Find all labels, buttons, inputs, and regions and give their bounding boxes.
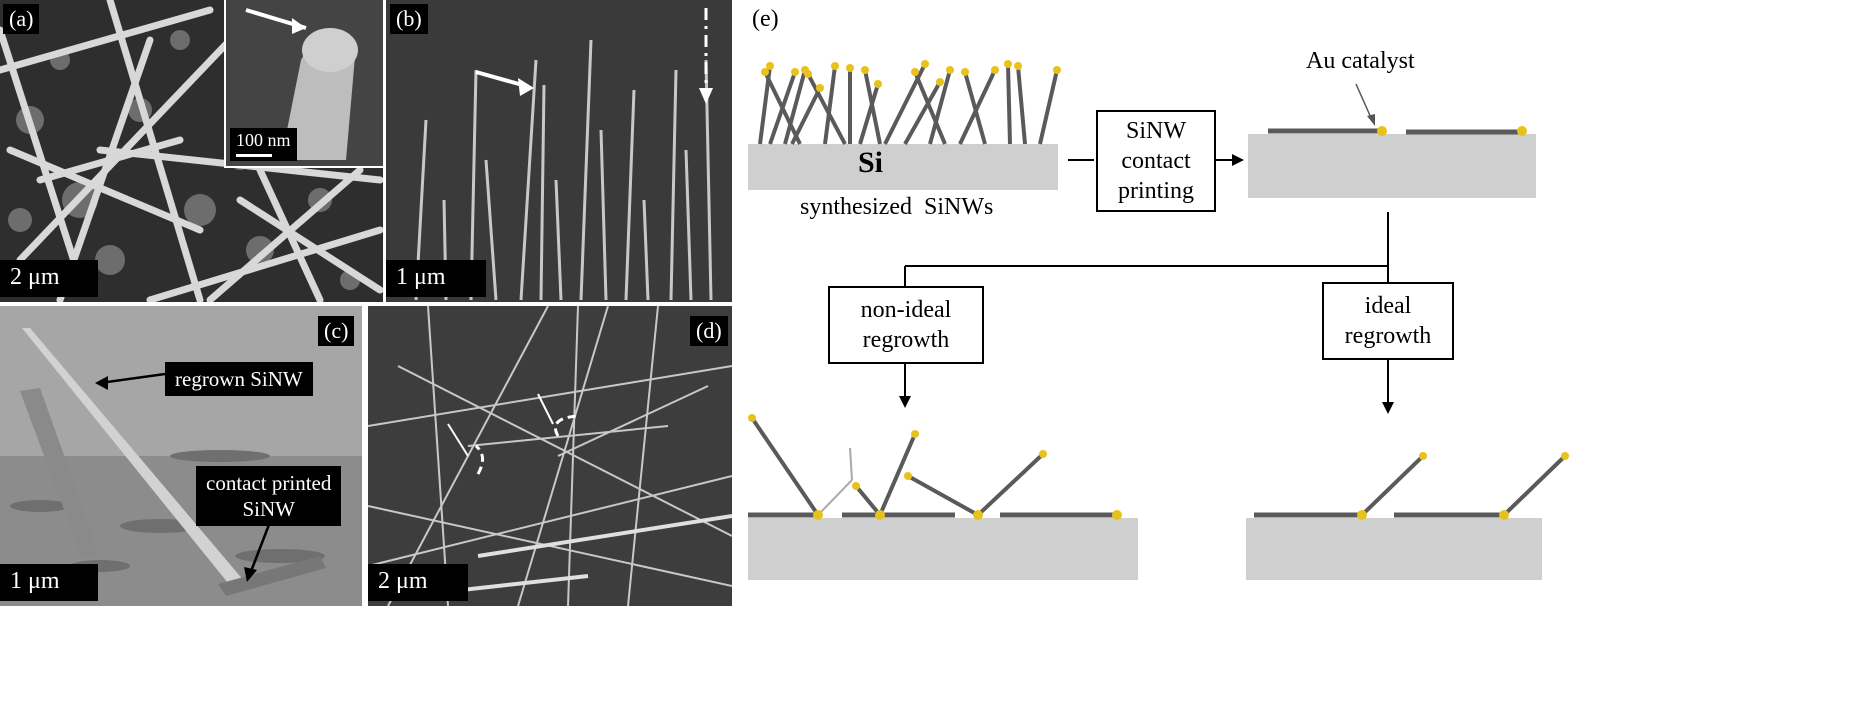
panel-d-scale-text: 2 μm — [378, 568, 428, 594]
substrate-synthesized — [748, 144, 1058, 190]
panel-a-sem-image: (a) 100 nm 2 μm — [0, 0, 383, 302]
inset-nanowire-tip — [226, 0, 383, 166]
box-ideal-line1: ideal — [1364, 293, 1412, 319]
box-cp-line1: SiNW — [1126, 118, 1186, 144]
inset-arrow-head — [292, 18, 306, 34]
inset-scale-bar — [236, 154, 272, 157]
box-ideal-line2: regrowth — [1344, 323, 1432, 349]
substrate-si-label: Si — [858, 146, 884, 179]
panel-c-regrown-wires — [0, 306, 362, 606]
box-sinw-contact-printing: SiNW contact printing — [1096, 110, 1216, 212]
callout-printed-line2: SiNW — [242, 497, 295, 521]
box-cp-line3: printing — [1118, 178, 1194, 204]
box-cp-line2: contact — [1121, 148, 1191, 174]
panel-c-scalebar: 1 μm — [0, 564, 98, 601]
other-wire — [20, 388, 100, 558]
panel-d-label: (d) — [690, 316, 728, 346]
inset-scale-text: 100 nm — [236, 130, 291, 150]
panel-b-scale-text: 1 μm — [396, 264, 446, 290]
callout-regrown-sinw: regrown SiNW — [165, 362, 313, 396]
panel-c-scale-text: 1 μm — [10, 568, 60, 594]
panel-b-dashed-arrow-head — [699, 88, 713, 104]
panel-a-inset-scale: 100 nm — [230, 128, 297, 161]
substrate-ideal — [1246, 518, 1542, 580]
printed-wire — [218, 556, 326, 596]
box-nonideal-regrowth: non-ideal regrowth — [828, 286, 984, 364]
regrown-wire — [22, 328, 250, 588]
panel-c-label: (c) — [318, 316, 355, 346]
panel-b-sem-image: (b) 1 μm — [386, 0, 732, 302]
panel-a-label: (a) — [3, 4, 40, 34]
box-ideal-regrowth: ideal regrowth — [1322, 282, 1454, 360]
panel-b-label: (b) — [390, 4, 428, 34]
au-catalyst-label: Au catalyst — [1306, 48, 1415, 74]
panel-d-sem-image: (d) 2 μm — [368, 306, 732, 606]
panel-c-sem-image: (c) regrown SiNW contact printed SiNW 1 … — [0, 306, 362, 606]
panel-b-arrow-line — [475, 70, 527, 88]
dashed-bend-2 — [554, 414, 579, 437]
panel-b-scalebar: 1 μm — [386, 260, 486, 297]
panel-a-scale-text: 2 μm — [10, 264, 60, 290]
box-nonideal-line2: regrowth — [862, 327, 950, 353]
panel-b-arrow-head — [518, 78, 534, 96]
dashed-bend-1 — [474, 444, 484, 475]
panel-e-label: (e) — [752, 6, 779, 32]
panel-a-inset: 100 nm — [224, 0, 383, 168]
substrate-nonideal — [748, 518, 1138, 580]
caption-synthesized-sinws: synthesized SiNWs — [800, 194, 994, 220]
panel-d-scalebar: 2 μm — [368, 564, 468, 601]
panel-a-scalebar: 2 μm — [0, 260, 98, 297]
box-nonideal-line1: non-ideal — [860, 297, 952, 323]
panel-d-horizontal-wires — [368, 306, 732, 606]
panel-b-vertical-nanowires — [386, 0, 732, 302]
callout-printed-line1: contact printed — [206, 471, 332, 495]
callout-contact-printed-sinw: contact printed SiNW — [196, 466, 342, 526]
substrate-printed — [1248, 134, 1536, 198]
